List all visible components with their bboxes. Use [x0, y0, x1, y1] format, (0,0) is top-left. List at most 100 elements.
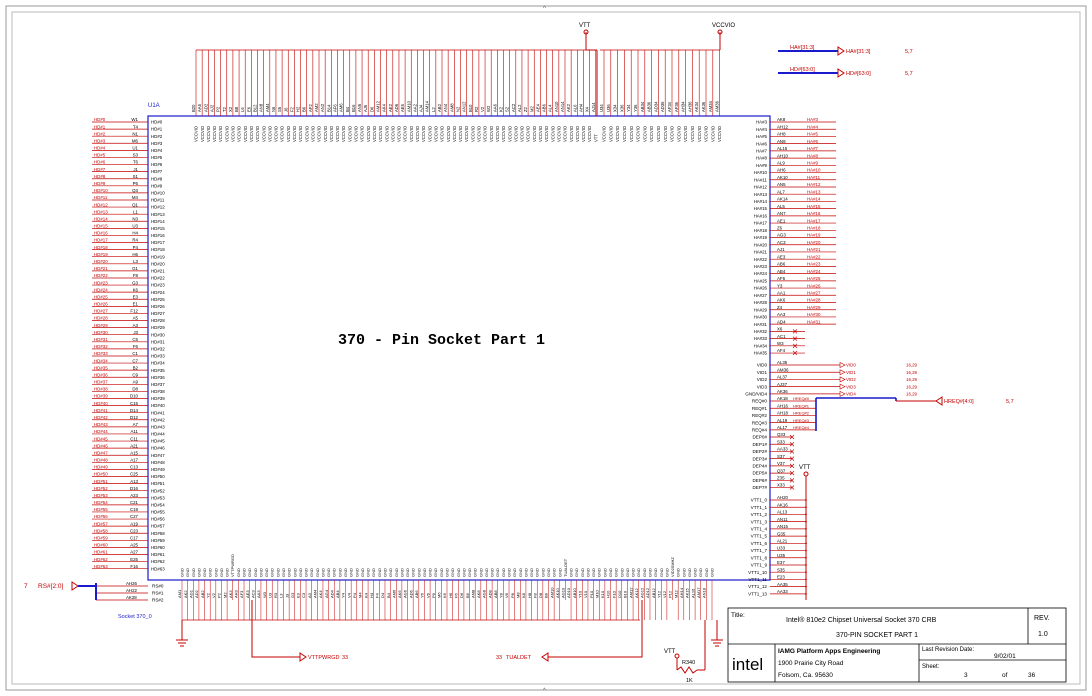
hd-pin-number: C13: [130, 465, 139, 470]
top-pin-number: H2: [296, 106, 301, 112]
hd-pin-number: A23: [130, 493, 138, 498]
dep-pin-name: DEP0#: [752, 435, 767, 440]
top-pin-number: AD6: [394, 103, 399, 112]
hd-pin-number: T4: [133, 124, 139, 129]
hd-net-label: HD#32: [94, 344, 108, 349]
top-pin-name: VCCVIO: [483, 125, 488, 142]
vtt-power-symbol: VTT: [579, 23, 598, 116]
hd-pin-name: HD#25: [151, 297, 165, 302]
bottom-pin-number: AD4: [329, 589, 334, 598]
bottom-pin-number: AD2: [194, 589, 199, 598]
dep-pin-number: S37: [777, 454, 785, 459]
vid-pin-number: AK36: [777, 389, 788, 394]
top-pin-number: T2: [222, 106, 227, 112]
hd-pin-name: HD#40: [151, 403, 165, 408]
top-pin-name: VCCVIO: [397, 125, 402, 142]
vid-net-label: VID1: [846, 370, 856, 375]
vttpwrgd-offpage: VTTPWRGD 33: [251, 600, 348, 662]
intel-logo: intel: [732, 655, 763, 674]
bottom-pin-name: GND: [676, 568, 681, 577]
req-net-label: HREQ#1: [793, 403, 810, 408]
bottom-pin-name: GND: [631, 568, 636, 577]
bottom-pin-name: GND: [484, 568, 489, 577]
hd-pin-number: W1: [131, 117, 138, 122]
bottom-pin-name: GND: [478, 568, 483, 577]
hd-net-label: HD#56: [94, 514, 108, 519]
hd-pin-number: E1: [133, 302, 139, 307]
rs-pin-number: AH26: [126, 581, 138, 586]
no-connect-mark: [789, 434, 795, 440]
bottom-pin-number: P8: [510, 592, 515, 598]
bottom-pin-name: GND: [180, 568, 185, 577]
vtt-pin-name: VTT1_12: [748, 584, 767, 589]
ha-pin-number: AA1: [777, 290, 786, 295]
bottom-pin-number: H6: [448, 592, 453, 598]
hd-pin-number: A11: [131, 429, 139, 434]
bottom-pin-number: M6: [437, 592, 442, 598]
bottom-pin-number: H4: [369, 592, 374, 598]
vtt-pin-name: VTT1_7: [751, 548, 768, 553]
top-pin-number: U36: [606, 104, 611, 112]
bottom-pin-name: GND: [614, 568, 619, 577]
ha-pin-name: HA#18: [754, 228, 768, 233]
top-pin-number: M2: [529, 106, 534, 112]
bottom-pin-name: GND: [366, 568, 371, 577]
org-line2: 1900 Prairie City Road: [778, 660, 844, 667]
bottom-pin-number: W3: [262, 591, 267, 598]
top-pin-name: VCCVIO: [323, 125, 328, 142]
hd-pin-number: E25: [130, 557, 138, 562]
top-pin-name: VCCVIO: [464, 125, 469, 142]
ha-pin-name: HA#5: [756, 134, 768, 139]
ha-net-label: HA#15: [807, 204, 821, 209]
ha-pin-name: HA#8: [756, 156, 768, 161]
bottom-pin-number: K10: [600, 590, 605, 598]
hd-bus-offpage-label: HD#[63:0]: [846, 71, 871, 77]
hd-pin-name: HD#1: [151, 127, 163, 132]
ha-pin-number: AL7: [777, 189, 785, 194]
hd-pin-number: C21: [130, 500, 139, 505]
bottom-pin-name: GND: [292, 568, 297, 577]
ha-bus-offpage-label: HA#[31:3]: [846, 49, 871, 55]
hd-pin-name: HD#21: [151, 268, 165, 273]
hd-pin-name: HD#13: [151, 212, 165, 217]
dep-pin-number: S33: [777, 439, 785, 444]
vtt-pin-number: AN11: [777, 517, 788, 522]
bottom-pin-number: F4: [375, 593, 380, 598]
bottom-pin-number: M8: [515, 592, 520, 598]
hd-pin-name: HD#36: [151, 375, 165, 380]
hd-net-label: HD#6: [94, 160, 106, 165]
hd-pin-name: HD#39: [151, 396, 165, 401]
bottom-pin-number: D6: [459, 592, 464, 598]
ha-pin-number: AE3: [777, 254, 786, 259]
tualdet-offpage: 33 TUALDET: [496, 600, 643, 662]
bottom-pin-name: GND: [461, 568, 466, 577]
top-pin-name: VCCVIO: [317, 125, 322, 142]
bottom-pin-number: V10: [583, 590, 588, 598]
bottom-pin-name: GND: [580, 568, 585, 577]
bottom-pin-name: GND: [518, 568, 523, 577]
ha-pin-name: HA#6: [756, 141, 768, 146]
top-pin-name: VCCVIO: [440, 125, 445, 142]
bottom-pin-number: AG6: [403, 589, 408, 598]
bottom-pin-name: GND: [332, 568, 337, 577]
hd-net-label: HD#46: [94, 443, 108, 448]
hd-pin-name: HD#49: [151, 467, 165, 472]
hd-pin-number: A17: [130, 458, 138, 463]
hd-net-label: HD#44: [94, 429, 108, 434]
bottom-pin-number: Y2: [205, 592, 210, 598]
bottom-pin-name: GND: [710, 568, 715, 577]
bottom-pin-name: GND: [523, 568, 528, 577]
top-pin-number: AC2: [511, 103, 516, 112]
bottom-pin-number: A3: [307, 592, 312, 598]
vtt-pin-name: VTT1_3: [751, 519, 768, 524]
ha-pin-name: HA#33: [754, 336, 768, 341]
hd-pin-name: HD#55: [151, 510, 165, 515]
ha-pin-name: HA#34: [754, 343, 768, 348]
bottom-pin-name: GND: [326, 568, 331, 577]
bottom-pin-number: M4: [358, 592, 363, 598]
ha-pin-name: HA#16: [754, 213, 768, 218]
ha-net-label: HA#28: [807, 298, 821, 303]
top-pin-number: X2: [228, 106, 233, 112]
top-pin-number: AH34: [681, 101, 686, 112]
top-pin-number: AE2: [388, 103, 393, 112]
